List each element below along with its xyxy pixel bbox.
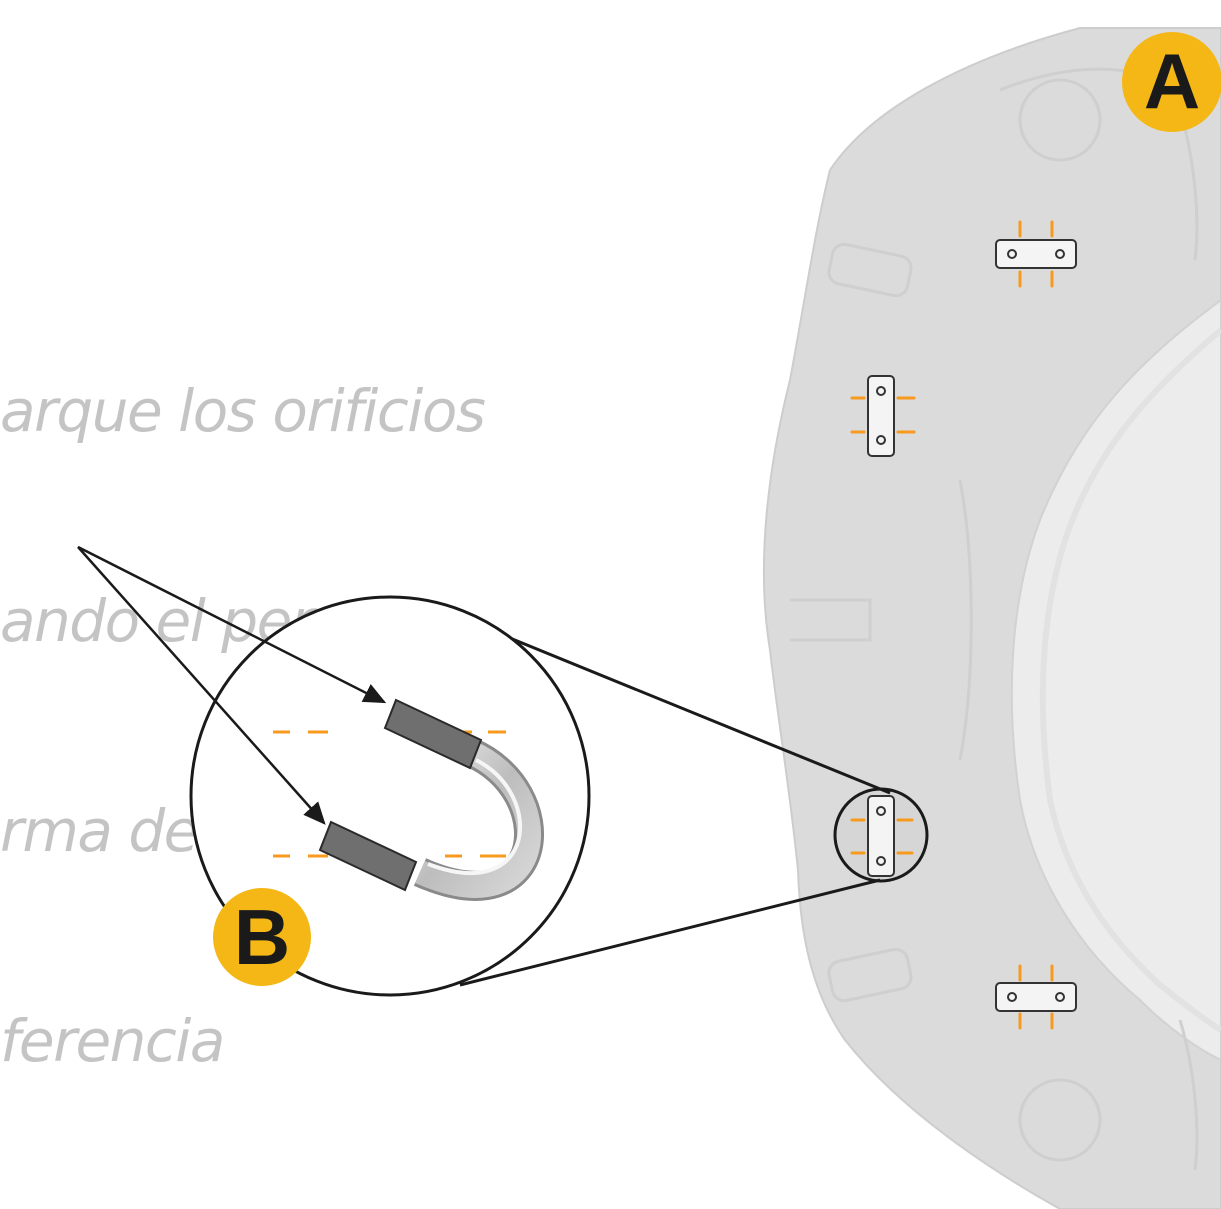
magnified-detail bbox=[189, 595, 591, 997]
bracket-icon bbox=[850, 375, 916, 457]
instruction-line-4: ferencia bbox=[0, 1007, 225, 1075]
label-a-badge: A bbox=[1122, 32, 1221, 132]
label-a-text: A bbox=[1144, 37, 1200, 125]
caliper-body bbox=[762, 27, 1221, 1209]
zoom-target-circle bbox=[833, 787, 929, 883]
u-bolt-icon bbox=[318, 698, 544, 901]
bracket-icon bbox=[995, 220, 1077, 288]
pointer-arrows bbox=[77, 545, 387, 825]
label-b-badge: B bbox=[213, 888, 311, 986]
label-b-text: B bbox=[234, 893, 290, 981]
zoom-projection-lines bbox=[459, 630, 891, 987]
instruction-line-1: arque los orificios bbox=[0, 377, 486, 445]
bracket-icon bbox=[995, 964, 1077, 1030]
